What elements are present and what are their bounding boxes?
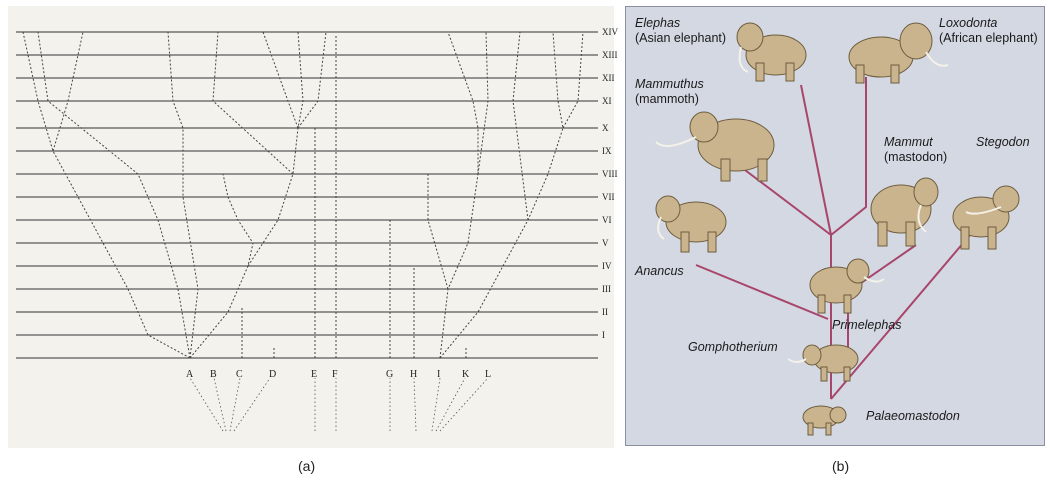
generation-label: III <box>602 284 611 294</box>
caption-a: (a) <box>298 458 315 474</box>
generation-label: XIV <box>602 27 618 37</box>
ancestor-label: D <box>269 369 276 380</box>
ancestor-label: I <box>437 369 440 380</box>
label-anancus-genus: Anancus <box>635 264 684 278</box>
generation-label: XIII <box>602 50 618 60</box>
generation-label: I <box>602 330 605 340</box>
label-elephas-common: (Asian elephant) <box>635 31 726 45</box>
generation-label: X <box>602 123 609 133</box>
ancestor-label: F <box>332 369 338 380</box>
label-elephas-genus: Elephas <box>635 16 680 30</box>
caption-b: (b) <box>832 458 849 474</box>
label-mammuthus-common: (mammoth) <box>635 92 699 106</box>
ancestor-label: G <box>386 369 393 380</box>
generation-label: XII <box>602 73 615 83</box>
generation-lines <box>16 32 598 358</box>
ancestor-label: B <box>210 369 217 380</box>
generation-label: VII <box>602 192 615 202</box>
label-mammut-genus: Mammut <box>884 135 933 149</box>
ancestor-label: L <box>485 369 491 380</box>
ancestor-label: E <box>311 369 317 380</box>
darwin-tree-drawing <box>8 6 614 448</box>
elephant-phylogeny-panel: Elephas (Asian elephant) Loxodonta (Afri… <box>625 6 1045 446</box>
generation-label: IX <box>602 146 612 156</box>
label-primelephas-genus: Primelephas <box>832 318 901 332</box>
ancestor-label: H <box>410 369 417 380</box>
label-palaeomastodon-genus: Palaeomastodon <box>866 409 960 423</box>
label-gomphotherium-genus: Gomphotherium <box>688 340 778 354</box>
label-mammuthus-genus: Mammuthus <box>635 77 704 91</box>
lineage-dotted-lines <box>23 32 583 358</box>
label-mammut-common: (mastodon) <box>884 150 947 164</box>
label-loxodonta-genus: Loxodonta <box>939 16 997 30</box>
generation-label: IV <box>602 261 612 271</box>
generation-label: VI <box>602 215 612 225</box>
label-stegodon-genus: Stegodon <box>976 135 1030 149</box>
generation-label: II <box>602 307 608 317</box>
phylogeny-drawing <box>626 7 1046 447</box>
darwin-tree-panel: XIV XIII XII XI X IX VIII VII VI V IV II… <box>8 6 614 448</box>
ancestor-label: A <box>186 369 193 380</box>
generation-label: V <box>602 238 609 248</box>
generation-label: VIII <box>602 169 618 179</box>
label-loxodonta-common: (African elephant) <box>939 31 1038 45</box>
ancestor-root-lines <box>190 378 488 431</box>
ancestor-label: K <box>462 369 469 380</box>
generation-label: XI <box>602 96 612 106</box>
ancestor-label: C <box>236 369 243 380</box>
